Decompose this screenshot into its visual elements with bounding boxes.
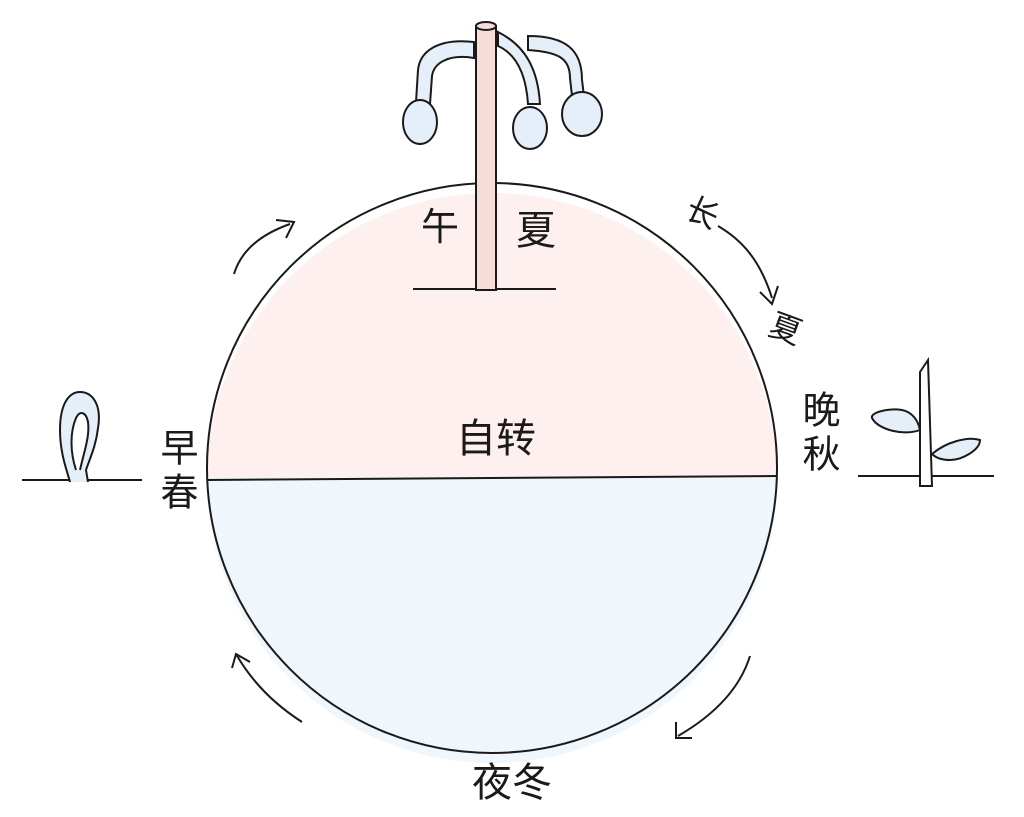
horizon-line bbox=[206, 475, 778, 481]
arrow-bottom-left bbox=[231, 652, 303, 723]
label-night-winter: 夜冬 bbox=[472, 760, 552, 806]
arrow-top-left bbox=[233, 219, 296, 275]
label-late-autumn: 晚秋 bbox=[796, 390, 840, 478]
label-summer: 夏 bbox=[516, 208, 556, 254]
sundial-icon bbox=[413, 21, 556, 291]
sprout-icon bbox=[22, 390, 142, 483]
arrow-bottom-right bbox=[675, 655, 751, 739]
label-early-spring: 早春 bbox=[154, 428, 198, 516]
plant-icon bbox=[858, 356, 994, 487]
label-rotation: 自转 bbox=[456, 416, 536, 462]
label-noon: 午 bbox=[421, 205, 459, 249]
hanging-flowers-icon bbox=[402, 30, 603, 150]
arrow-top-right bbox=[717, 225, 779, 306]
label-long: 长 bbox=[680, 189, 725, 237]
day-half bbox=[207, 193, 777, 478]
night-half bbox=[207, 478, 777, 763]
label-long-summer: 夏 bbox=[764, 306, 807, 353]
